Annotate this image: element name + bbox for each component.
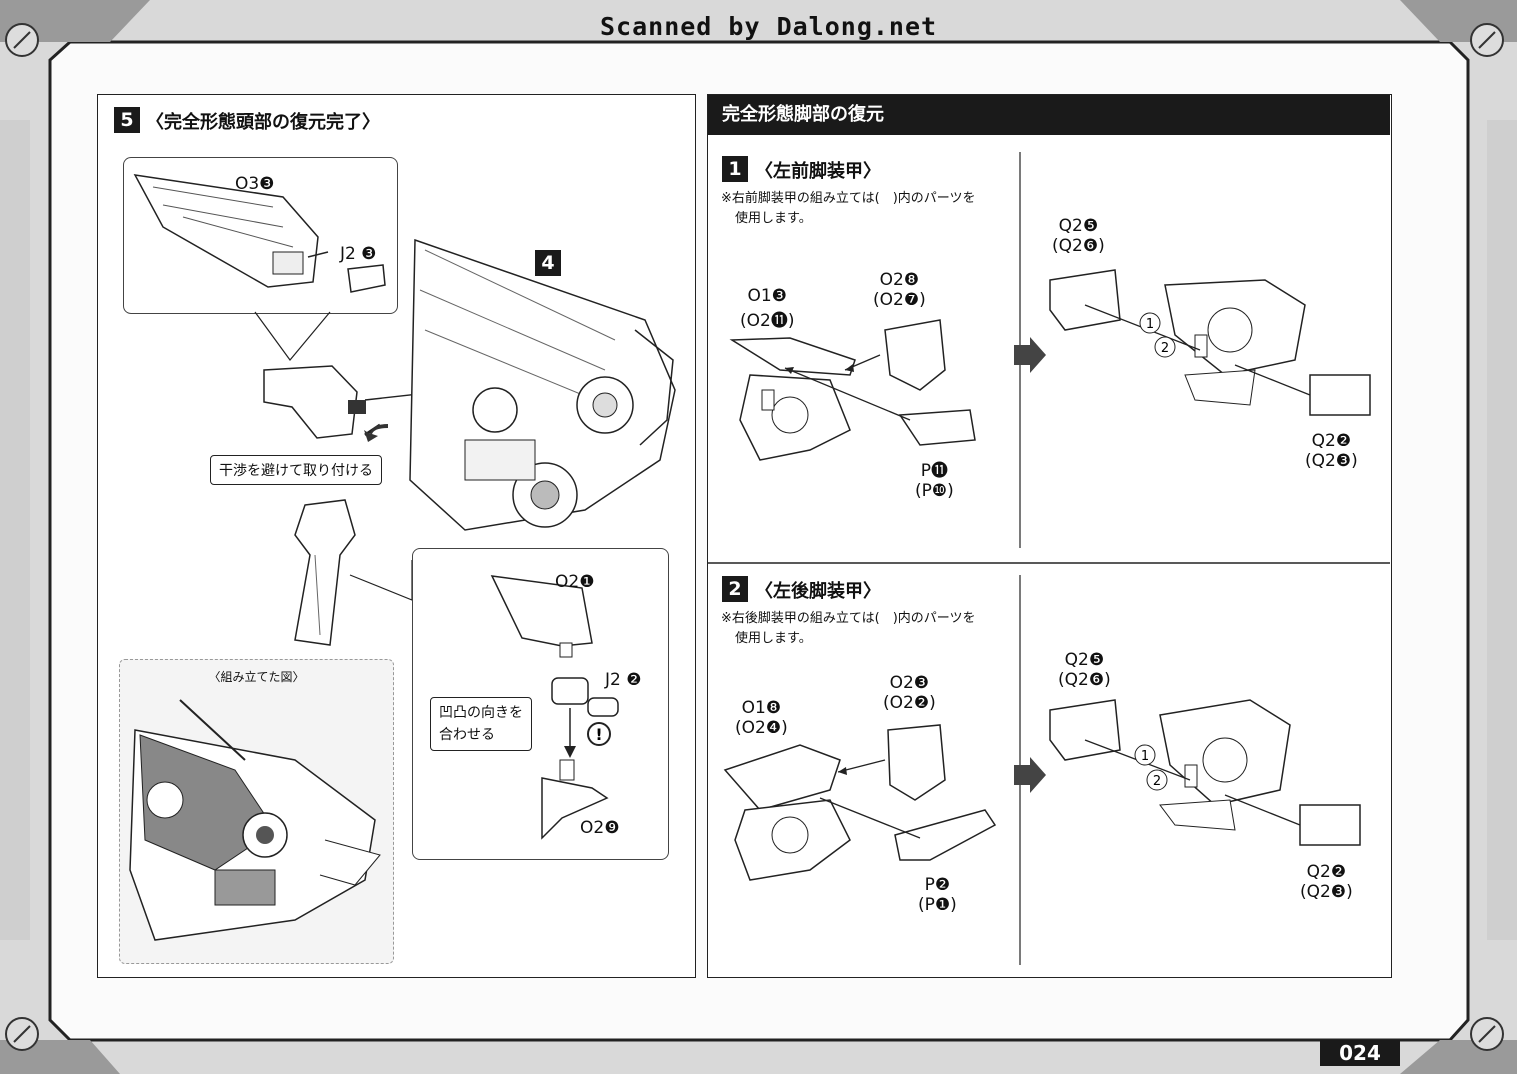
part-label-o3: O3❸ [235,174,275,194]
step1-o2-b: (O2❼) [873,290,926,310]
step2-note: ※右後脚装甲の組み立ては( )内のパーツを 使用します。 [721,609,976,649]
step2-q2-bot-a: Q2❷ [1306,862,1347,882]
step1-number: 1 [722,156,748,182]
step2-label-q2-top: Q2❺ (Q2❻) [1058,650,1111,690]
step1-q2-top-a: Q2❺ [1058,216,1099,236]
step-number: 5 [114,107,140,133]
step1-next-arrow-icon [1014,337,1046,373]
step1-label-q2-top: Q2❺ (Q2❻) [1052,216,1105,256]
step1-label-o1: O1❸ (O2⓫) [740,286,794,331]
step1-label-o2: O2❽ (O2❼) [873,270,926,310]
step2-note-line2: 使用します。 [735,631,812,646]
step2-title: 〈左後脚装甲〉 [755,581,881,602]
step1-order-1: 1 [1146,317,1154,332]
step2-q2-bot-b: (Q2❸) [1300,882,1353,902]
horn-part [294,499,356,646]
step1-p-a: P⓫ [920,461,949,481]
rear-leg-assembly-illustration: 1 2 [1049,699,1361,846]
step2-p-a: P❷ [924,875,951,895]
sub-step-badge: 4 [535,250,561,276]
svg-text:!: ! [595,725,602,744]
step1-label-p: P⓫ (P❿) [915,456,954,501]
front-leg-exploded-illustration [729,319,976,461]
part-label-j2: J2 ❸ [340,244,377,264]
step2-next-arrow-icon [1014,757,1046,793]
callout-align-line2: 合わせる [439,727,495,743]
part-label-o2-1: O2❶ [555,572,595,592]
step1-o2-a: O2❽ [879,270,920,290]
callout-align-notches: 凹凸の向きを 合わせる [430,697,532,751]
step1-label-q2-bottom: Q2❷ (Q2❸) [1305,431,1358,471]
step2-label-o2: O2❸ (O2❷) [883,673,936,713]
step2-o1-b: (O2❹) [735,718,788,738]
step1-note-line2: 使用します。 [735,211,812,226]
callout-avoid-interference: 干渉を避けて取り付ける [210,455,382,485]
step1-note: ※右前脚装甲の組み立ては( )内のパーツを 使用します。 [721,189,976,229]
step1-p-b: (P❿) [915,481,954,501]
step1-title: 〈左前脚装甲〉 [755,161,881,182]
head-armor-part [263,365,366,439]
section-header: 完全形態脚部の復元 [708,95,1390,135]
step-title: 〈完全形態頭部の復元完了〉 [146,112,380,133]
step2-label-o1: O1❽ (O2❹) [735,698,788,738]
step1-o1-b: (O2⓫) [740,311,795,331]
assembled-view-caption: 〈組み立てた図〉 [208,670,305,684]
step2-q2-top-b: (Q2❻) [1058,670,1111,690]
rear-leg-exploded-illustration [723,724,997,881]
step1-q2-top-b: (Q2❻) [1052,236,1105,256]
step2-number: 2 [722,576,748,602]
step2-note-line1: ※右後脚装甲の組み立ては( )内のパーツを [721,611,976,626]
page-number: 024 [1320,1040,1400,1066]
part-label-j2-mid: J2 ❷ [605,670,642,690]
step1-o1-a: O1❸ [747,286,787,306]
head-mech-illustration [409,238,676,531]
step2-o2-b: (O2❷) [883,693,936,713]
armor-part-illustration [133,174,386,293]
step2-order-1: 1 [1141,749,1149,764]
step1-q2-bot-b: (Q2❸) [1305,451,1358,471]
return-arrow-icon [364,424,388,442]
step1-order-2: 2 [1161,341,1169,356]
step2-p-b: (P❶) [918,895,957,915]
assembled-head-illustration [129,699,381,941]
step1-q2-bot-a: Q2❷ [1311,431,1352,451]
step2-o1-a: O1❽ [741,698,782,718]
joint-parts-illustration: ! [490,575,619,840]
step2-o2-a: O2❸ [889,673,930,693]
part-label-o2-9: O2❾ [580,818,620,838]
step2-order-2: 2 [1153,774,1161,789]
watermark: Scanned by Dalong.net [600,12,938,41]
callout-align-line1: 凹凸の向きを [439,705,523,721]
step2-label-q2-bottom: Q2❷ (Q2❸) [1300,862,1353,902]
step1-note-line1: ※右前脚装甲の組み立ては( )内のパーツを [721,191,976,206]
step2-q2-top-a: Q2❺ [1064,650,1105,670]
front-leg-assembly-illustration: 1 2 [1049,269,1371,416]
step2-label-p: P❷ (P❶) [918,875,957,915]
